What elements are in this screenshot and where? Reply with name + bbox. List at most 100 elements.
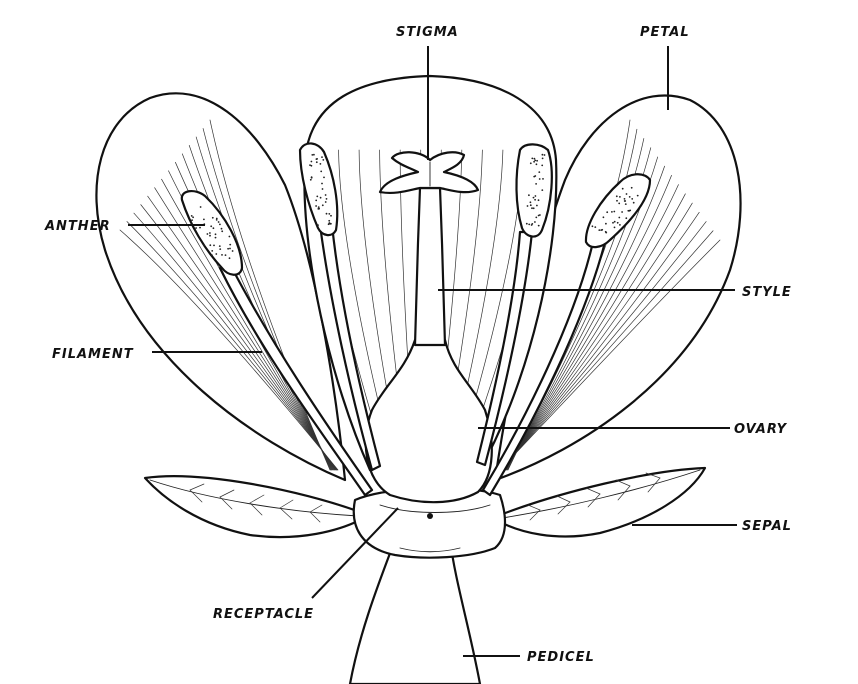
label-anther: ANTHER <box>44 219 111 234</box>
anther-dot <box>327 223 330 226</box>
anther-dot <box>213 244 215 247</box>
anther-dot <box>623 200 626 202</box>
anther-dot <box>328 213 331 215</box>
anther-dot <box>616 221 619 224</box>
anther-2 <box>298 142 339 237</box>
anther-dot <box>636 194 639 197</box>
anther-dot <box>211 216 214 219</box>
anther-dot <box>526 205 529 207</box>
petal-vein <box>504 165 665 471</box>
anther-dot <box>621 187 624 190</box>
anther-dot <box>632 201 635 204</box>
anther-dot <box>613 210 616 213</box>
anther-dot <box>227 247 230 250</box>
anther-dot <box>627 209 630 212</box>
anther-dot <box>324 194 327 196</box>
anther-dot <box>231 250 234 252</box>
anther-dot <box>211 250 214 252</box>
anther-dot <box>192 216 195 219</box>
anther-dot <box>317 206 320 209</box>
anther-dot <box>324 201 327 203</box>
anther-dot <box>594 226 597 229</box>
anther-dot <box>215 217 218 220</box>
anther-dot <box>542 178 544 180</box>
anther-dot <box>619 196 621 198</box>
anther-dot <box>631 198 634 200</box>
anther-dot <box>541 153 544 156</box>
anther-dot <box>623 198 626 200</box>
anther-dot <box>310 164 313 167</box>
anther-dot <box>535 183 537 185</box>
style <box>413 186 447 347</box>
anther-dot <box>321 188 324 190</box>
anther-dot <box>538 178 541 180</box>
anther-dot <box>612 221 614 224</box>
anther-dot <box>310 176 313 179</box>
anther-dot <box>534 159 537 162</box>
petal-vein <box>119 229 339 471</box>
anther-dot <box>199 206 202 208</box>
anther-dot <box>315 205 317 207</box>
sepal-left <box>143 475 362 539</box>
anther-dot <box>532 196 535 199</box>
anther-dot <box>613 220 616 223</box>
anther-dot <box>611 211 613 213</box>
anther-dot <box>321 156 323 159</box>
anther-dot <box>313 153 315 156</box>
anther-dot <box>602 216 605 219</box>
petal-vein <box>502 202 693 471</box>
petal-vein <box>202 128 331 471</box>
anther-dot <box>535 216 538 219</box>
anther-dot <box>529 162 532 165</box>
labels: STIGMA PETAL ANTHER STYLE FILAMENT OVARY… <box>44 25 792 665</box>
leader-lines <box>128 46 737 657</box>
anther-dot <box>210 225 213 228</box>
anther-dot <box>619 224 621 226</box>
label-sepal: SEPAL <box>742 519 792 534</box>
petal-vein <box>503 184 679 471</box>
petal-vein <box>503 175 672 471</box>
anther-dot <box>309 178 312 181</box>
anther-dot <box>541 157 544 160</box>
label-filament: FILAMENT <box>52 347 134 362</box>
anther-dot <box>212 227 215 230</box>
anther-dot <box>600 229 603 232</box>
petal-vein <box>500 230 714 471</box>
pedicel-receptacle <box>348 486 507 684</box>
stamens <box>180 142 652 497</box>
anther-dot <box>532 207 535 210</box>
filament-1 <box>218 266 374 497</box>
petal-vein <box>499 239 721 471</box>
anther-dot <box>535 163 538 166</box>
label-stigma: STIGMA <box>396 25 459 40</box>
sepals <box>143 466 707 539</box>
petal-vein <box>154 187 336 471</box>
anther-dot <box>533 160 535 163</box>
anther-dot <box>616 199 618 202</box>
anther-dot <box>190 215 193 217</box>
anther-dot <box>228 235 231 238</box>
anther-dot <box>628 196 631 198</box>
filament-4 <box>481 240 607 497</box>
anther-dot <box>316 195 319 198</box>
petal-vein <box>502 193 686 471</box>
label-petal: PETAL <box>640 25 690 40</box>
anther-dot <box>529 201 532 204</box>
anther-dot <box>209 232 211 234</box>
anther-dot <box>604 230 607 233</box>
anther-dot <box>541 164 544 167</box>
stigma <box>378 151 480 195</box>
petal-vein <box>147 195 336 471</box>
anther-dot <box>325 212 328 215</box>
anther-dot <box>315 199 318 202</box>
anther-dot <box>310 160 313 163</box>
anther-dot <box>221 254 223 256</box>
anther-dot <box>320 170 323 173</box>
anther-dot <box>625 193 628 195</box>
anther-dot <box>598 229 601 232</box>
anther-dot <box>203 244 205 247</box>
anther-dot <box>534 175 537 177</box>
pedicel <box>348 538 482 684</box>
anther-dot <box>605 222 607 225</box>
anther-dot <box>228 257 231 260</box>
